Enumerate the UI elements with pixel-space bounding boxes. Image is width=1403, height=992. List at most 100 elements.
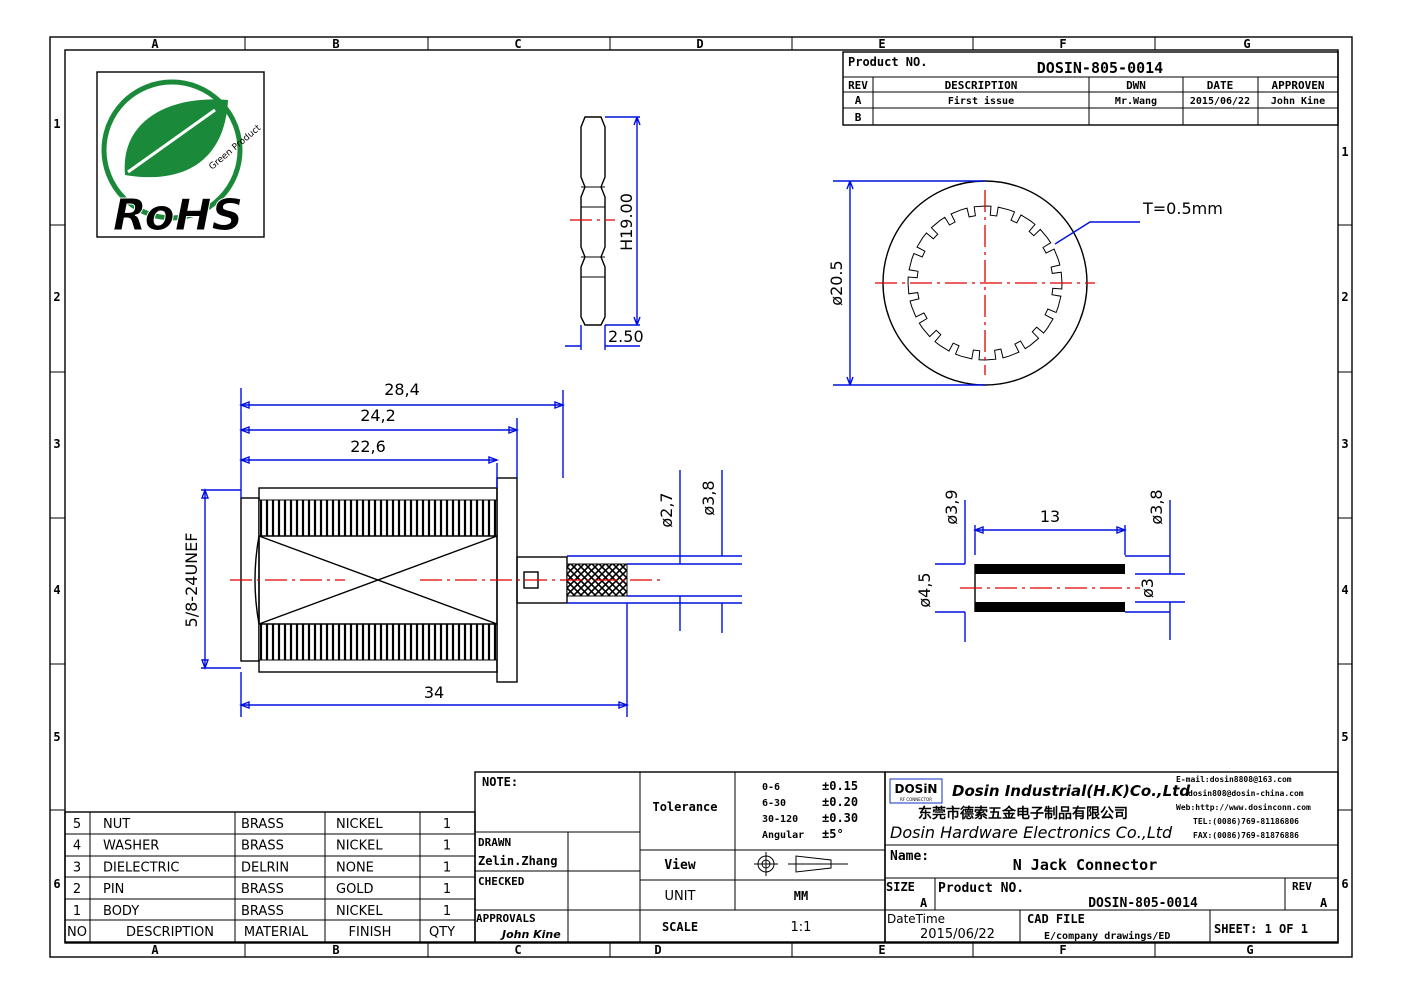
dosin-logo: DOSiN	[895, 782, 938, 796]
tolerance-value: ±5°	[822, 827, 844, 841]
rev-value: A	[1320, 896, 1328, 910]
zone-b-bottom: B	[332, 943, 339, 957]
bom-cell: BRASS	[241, 839, 284, 854]
zone-d: D	[696, 37, 703, 51]
drawn-by: Zelin.Zhang	[478, 854, 557, 868]
dim-sleeve-id: ø3	[1138, 578, 1157, 598]
tolerance-range: Angular	[762, 830, 804, 841]
datetime-label: DateTime	[887, 912, 945, 926]
size-value: A	[920, 896, 928, 910]
zone-a-bottom: A	[151, 943, 159, 957]
bom-cell: NICKEL	[336, 904, 383, 919]
drawn-label: DRAWN	[478, 836, 511, 849]
zone-5: 5	[53, 730, 60, 744]
company-email-1: E-mail:dosin8808@163.com	[1176, 774, 1292, 784]
zone-c: C	[514, 37, 521, 51]
bom-cell: NICKEL	[336, 817, 383, 832]
bom-header: NO	[67, 925, 87, 940]
zone-g-bottom: G	[1246, 943, 1253, 957]
rev-row-a-approven: John Kine	[1271, 95, 1325, 107]
rev-row-a-dwn: Mr.Wang	[1115, 96, 1157, 107]
datetime-value: 2015/06/22	[920, 927, 995, 942]
bom-cell: 1	[443, 904, 451, 919]
dim-24-2: 24,2	[360, 406, 396, 425]
dim-pin-diameter: ø2,7	[657, 492, 676, 527]
dim-sleeve-od-right: ø3,8	[1147, 489, 1166, 524]
zone-4-right: 4	[1341, 583, 1348, 597]
tolerance-value: ±0.20	[822, 795, 858, 809]
company-name-en: Dosin Industrial(H.K)Co.,Ltd	[952, 782, 1190, 800]
bom-cell: 5	[73, 817, 81, 832]
zone-b: B	[332, 37, 339, 51]
bom-cell: NONE	[336, 860, 374, 875]
rev-row-b-rev: B	[855, 111, 862, 124]
tolerance-range: 0-6	[762, 782, 780, 793]
bom-cell: 2	[73, 882, 81, 897]
bom-cell: NICKEL	[336, 839, 383, 854]
connector-side-view: 28,4 24,2 22,6 34 5/8-24UNEF ø2,7 ø3,8	[182, 380, 742, 717]
rev-product-no-label: Product NO.	[848, 55, 927, 69]
bom-cell: 4	[73, 839, 81, 854]
rev-row-a-rev: A	[855, 94, 862, 107]
notes-block: NOTE: DRAWN Zelin.Zhang CHECKED APPROVAL…	[474, 771, 886, 943]
bom-cell: 1	[443, 839, 451, 854]
dim-34: 34	[424, 683, 444, 702]
dim-dielectric-diameter: ø3,8	[699, 480, 718, 515]
note-label: NOTE:	[482, 775, 518, 789]
product-no: DOSIN-805-0014	[1088, 896, 1198, 911]
zone-6: 6	[53, 877, 60, 891]
zone-3-right: 3	[1341, 437, 1348, 451]
cad-file-label: CAD FILE	[1027, 912, 1085, 926]
company-tel: TEL:(0086)769-81186806	[1193, 817, 1299, 826]
bom-cell: BODY	[103, 904, 139, 919]
product-no-label: Product NO.	[938, 881, 1024, 896]
zone-1-right: 1	[1341, 145, 1348, 159]
dim-thread: 5/8-24UNEF	[182, 533, 201, 628]
bom-cell: GOLD	[336, 882, 374, 897]
rohs-logo: Green Product RoHS	[96, 71, 265, 242]
tolerance-range: 6-30	[762, 798, 786, 809]
rev-header-description: DESCRIPTION	[945, 79, 1018, 92]
title-block: DOSiN RF CONNECTOR Dosin Industrial(H.K)…	[884, 771, 1339, 943]
approvals-signature: John Kine	[500, 928, 561, 941]
tolerance-value: ±0.30	[822, 811, 858, 825]
zone-5-right: 5	[1341, 730, 1348, 744]
revision-block: Product NO. DOSIN-805-0014 REV DESCRIPTI…	[842, 51, 1339, 126]
outer-border	[49, 36, 1353, 958]
inner-border	[64, 49, 1339, 944]
rev-header-date: DATE	[1207, 79, 1234, 92]
name-label: Name:	[890, 849, 929, 864]
tolerance-range: 30-120	[762, 814, 798, 825]
tolerance-label: Tolerance	[652, 800, 717, 814]
zone-c-bottom: C	[514, 943, 521, 957]
nut-side-view: H19.00 2.50	[565, 116, 644, 350]
cad-file-value: E/company drawings/ED	[1044, 930, 1170, 942]
zone-6-right: 6	[1341, 877, 1348, 891]
drawing-name: N Jack Connector	[1013, 856, 1158, 874]
zone-f-bottom: F	[1059, 943, 1066, 957]
rev-label: REV	[1292, 880, 1312, 893]
unit-value: MM	[794, 889, 808, 903]
size-label: SIZE	[886, 880, 915, 894]
zone-d-bottom: D	[654, 943, 661, 957]
rev-row-a-description: First issue	[948, 95, 1014, 107]
bom-cell: 1	[443, 882, 451, 897]
bom-cell: BRASS	[241, 817, 284, 832]
checked-label: CHECKED	[478, 875, 525, 888]
zone-1: 1	[53, 117, 60, 131]
dim-sleeve-od-top: ø3,9	[942, 489, 961, 524]
zone-4: 4	[53, 583, 60, 597]
dim-sleeve-od: ø4,5	[915, 572, 934, 607]
bom-cell: 1	[443, 817, 451, 832]
zone-g: G	[1243, 37, 1250, 51]
zone-2: 2	[53, 290, 60, 304]
zone-3: 3	[53, 437, 60, 451]
dim-nut-height: H19.00	[617, 193, 636, 251]
bom-cell: BRASS	[241, 882, 284, 897]
dosin-logo-sub: RF CONNECTOR	[900, 797, 932, 802]
zone-labels: A B C D E F G A B C D E F G 1 2 3 4 5 6 …	[53, 37, 1348, 957]
bom-cell: PIN	[103, 882, 124, 897]
company-name-en-2: Dosin Hardware Electronics Co.,Ltd	[890, 823, 1173, 842]
bom-header: FINISH	[349, 925, 392, 940]
